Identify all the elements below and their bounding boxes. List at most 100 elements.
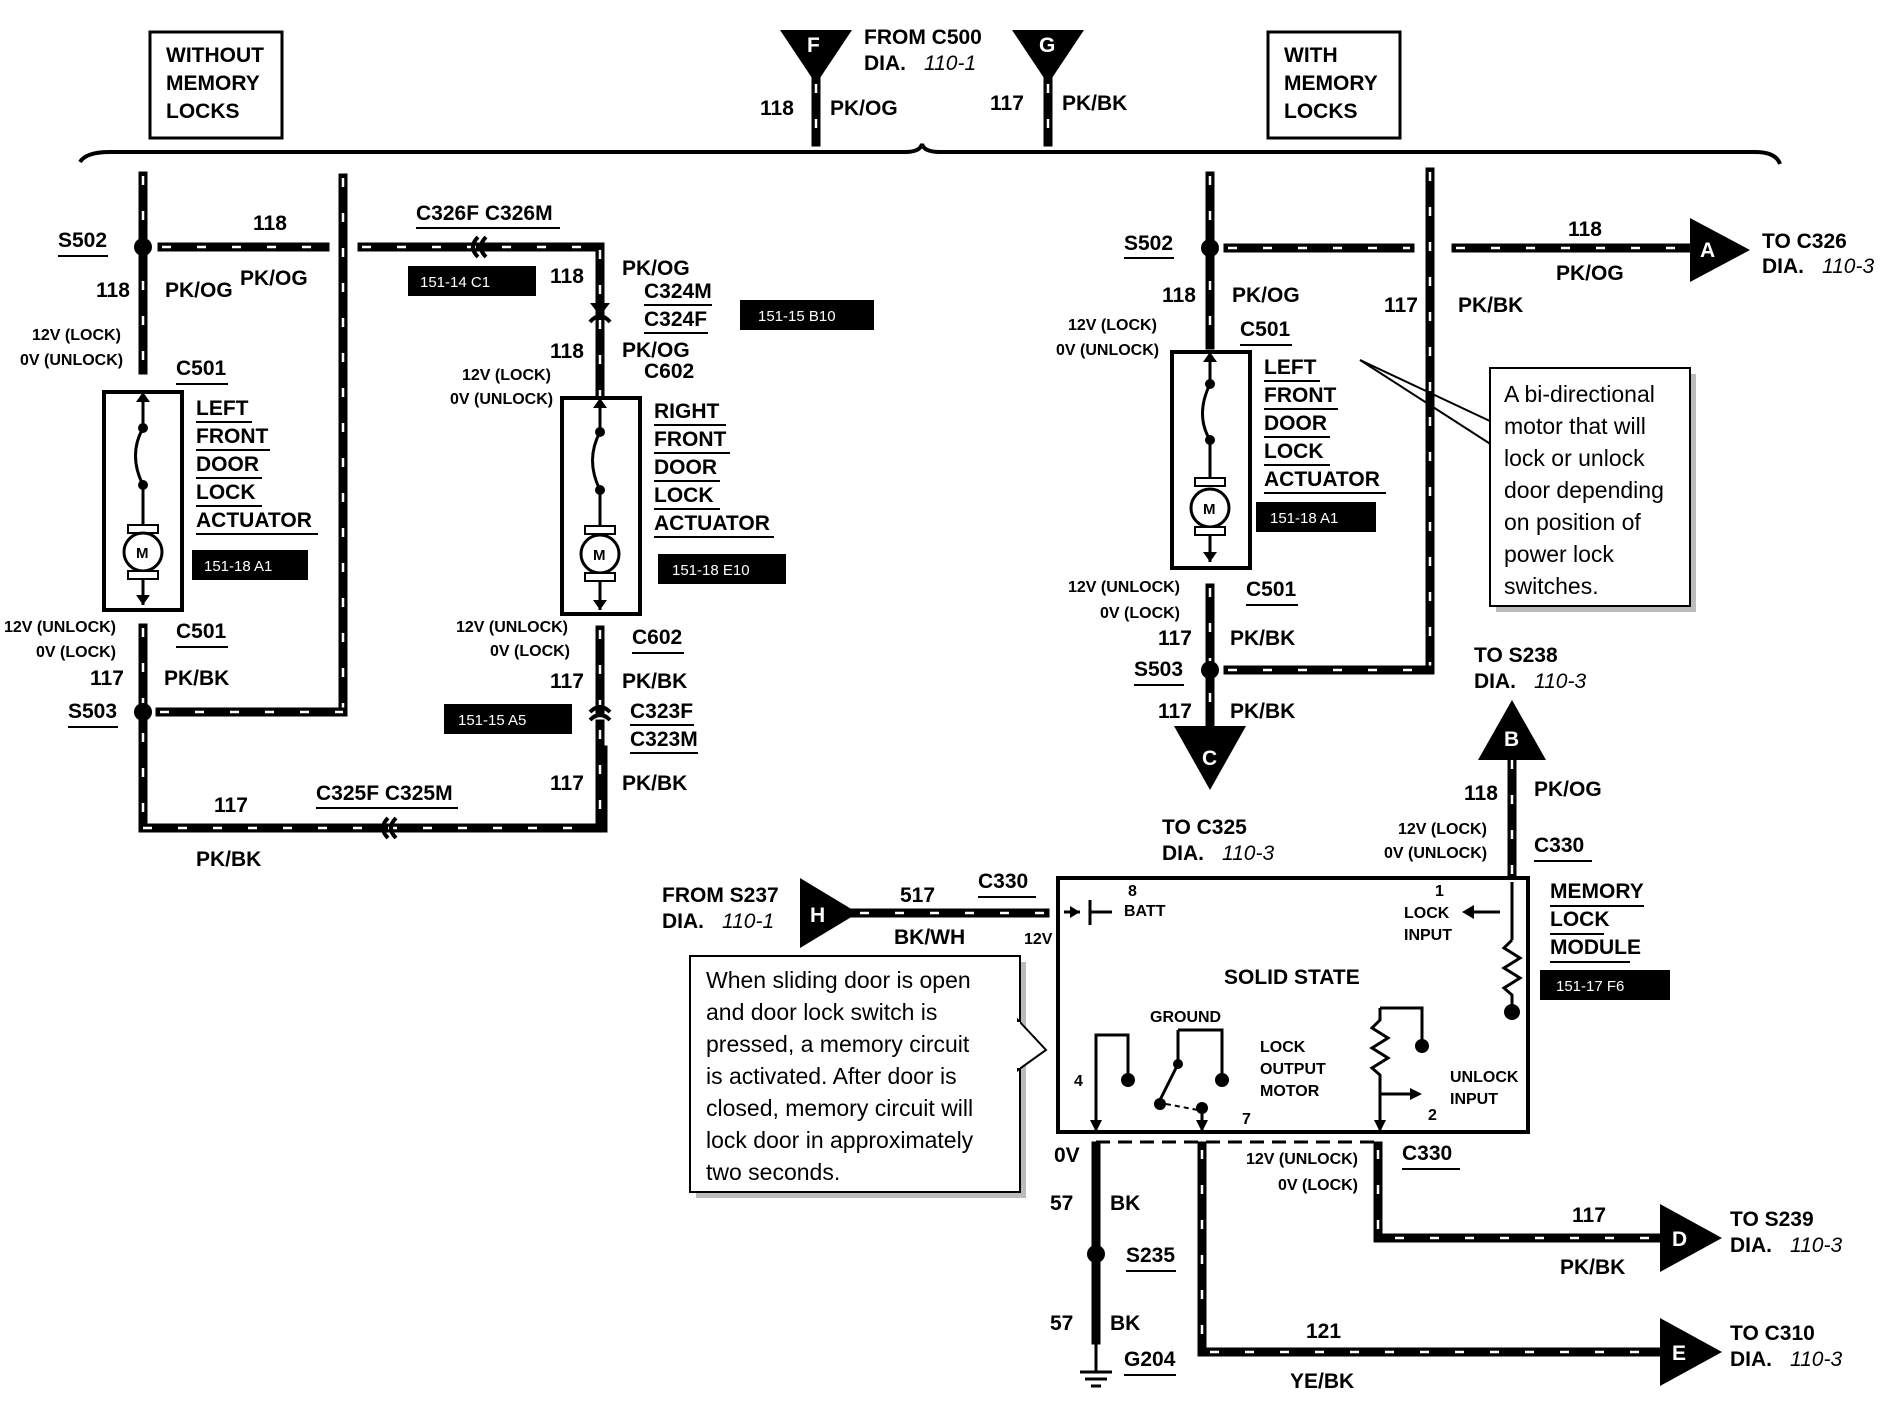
svg-text:0V (LOCK): 0V (LOCK) <box>36 644 116 661</box>
right-front-actuator-label: RIGHT FRONT DOOR LOCK ACTUATOR <box>654 400 774 538</box>
svg-text:118: 118 <box>550 265 584 288</box>
svg-text:PK/OG: PK/OG <box>830 97 898 120</box>
svg-text:DIA.: DIA. <box>1730 1348 1772 1371</box>
svg-text:117: 117 <box>550 670 584 693</box>
svg-text:110-1: 110-1 <box>924 52 976 75</box>
bidirectional-motor-callout <box>1489 367 1691 607</box>
svg-text:110-1: 110-1 <box>722 910 774 933</box>
svg-text:57: 57 <box>1050 1312 1073 1335</box>
svg-text:PK/OG: PK/OG <box>622 339 690 362</box>
svg-text:117: 117 <box>1572 1204 1606 1227</box>
svg-text:closed, memory circuit will: closed, memory circuit will <box>706 1095 973 1121</box>
svg-text:UNLOCK: UNLOCK <box>1450 1069 1519 1086</box>
svg-text:110-3: 110-3 <box>1222 842 1274 865</box>
svg-text:C501: C501 <box>1240 318 1291 341</box>
svg-text:151-15 B10: 151-15 B10 <box>758 308 836 325</box>
source-f-connector: F 118 PK/OG <box>760 30 898 147</box>
svg-text:and door lock switch is: and door lock switch is <box>706 999 937 1025</box>
svg-text:110-3: 110-3 <box>1790 1348 1842 1371</box>
svg-text:B: B <box>1504 728 1519 751</box>
svg-text:is activated. After door is: is activated. After door is <box>706 1063 957 1089</box>
svg-text:DOOR: DOOR <box>1264 412 1327 435</box>
svg-text:door depending: door depending <box>1504 477 1664 503</box>
svg-text:118: 118 <box>1568 218 1602 241</box>
svg-text:DIA.: DIA. <box>662 910 704 933</box>
svg-text:pressed, a memory circuit: pressed, a memory circuit <box>706 1031 970 1057</box>
svg-text:BK/WH: BK/WH <box>894 926 965 949</box>
svg-text:151-18 A1: 151-18 A1 <box>1270 510 1338 527</box>
svg-text:2: 2 <box>1428 1107 1437 1124</box>
svg-text:151-18 A1: 151-18 A1 <box>204 558 272 575</box>
svg-text:117: 117 <box>90 667 124 690</box>
svg-text:FRONT: FRONT <box>196 425 268 448</box>
svg-text:118: 118 <box>96 279 130 302</box>
svg-text:A bi-directional: A bi-directional <box>1504 381 1655 407</box>
source-g-connector: G 117 PK/BK <box>990 30 1127 147</box>
to-s239-label: TO S239 <box>1730 1208 1814 1231</box>
svg-text:When sliding door is open: When sliding door is open <box>706 967 971 993</box>
svg-text:power lock: power lock <box>1504 541 1614 567</box>
svg-text:12V (UNLOCK): 12V (UNLOCK) <box>1246 1151 1358 1168</box>
svg-text:RIGHT: RIGHT <box>654 400 720 423</box>
svg-text:PK/OG: PK/OG <box>165 279 233 302</box>
option-brace <box>78 143 1782 165</box>
splice-s502-right: S502 <box>1124 232 1173 255</box>
svg-text:C330: C330 <box>1534 834 1584 857</box>
svg-text:on position of: on position of <box>1504 509 1641 535</box>
svg-text:0V (UNLOCK): 0V (UNLOCK) <box>1056 342 1159 359</box>
svg-text:151-14 C1: 151-14 C1 <box>420 274 490 291</box>
svg-text:C324F: C324F <box>644 308 707 331</box>
svg-text:LOCK: LOCK <box>1404 905 1450 922</box>
right-front-circuit: 118 PK/OG C324M C324F 151-15 B10 118 PK/… <box>444 250 874 833</box>
svg-text:110-3: 110-3 <box>1534 670 1586 693</box>
svg-text:0V (UNLOCK): 0V (UNLOCK) <box>20 352 123 369</box>
svg-text:LOCK: LOCK <box>196 481 256 504</box>
svg-text:ACTUATOR: ACTUATOR <box>1264 468 1380 491</box>
svg-text:C323M: C323M <box>630 728 698 751</box>
svg-text:LOCKS: LOCKS <box>1284 100 1358 123</box>
svg-text:12V (UNLOCK): 12V (UNLOCK) <box>1068 579 1180 596</box>
svg-text:A: A <box>1700 239 1715 262</box>
svg-text:PK/BK: PK/BK <box>622 772 687 795</box>
svg-text:C323F: C323F <box>630 700 693 723</box>
svg-text:ACTUATOR: ACTUATOR <box>654 512 770 535</box>
svg-text:E: E <box>1672 1342 1686 1365</box>
connector-c501-left: C501 <box>176 357 227 380</box>
svg-text:118: 118 <box>253 212 287 235</box>
memory-left-front-actuator-label: LEFT FRONT DOOR LOCK ACTUATOR <box>1264 356 1386 494</box>
svg-text:PK/OG: PK/OG <box>240 267 308 290</box>
svg-text:M: M <box>136 545 149 562</box>
svg-text:SOLID STATE: SOLID STATE <box>1224 966 1360 989</box>
svg-text:12V (LOCK): 12V (LOCK) <box>1068 317 1157 334</box>
svg-text:C501: C501 <box>176 620 227 643</box>
svg-text:DIA.: DIA. <box>1762 255 1804 278</box>
svg-text:12V (UNLOCK): 12V (UNLOCK) <box>4 619 116 636</box>
svg-text:MEMORY: MEMORY <box>1284 72 1378 95</box>
svg-text:PK/BK: PK/BK <box>622 670 687 693</box>
svg-text:MEMORY: MEMORY <box>166 72 260 95</box>
splice-s235: S235 <box>1126 1244 1175 1267</box>
ground-icon <box>1080 1340 1112 1388</box>
svg-text:12V (LOCK): 12V (LOCK) <box>462 367 551 384</box>
svg-text:PK/OG: PK/OG <box>1556 262 1624 285</box>
svg-text:117: 117 <box>1384 294 1418 317</box>
svg-text:PK/OG: PK/OG <box>622 257 690 280</box>
svg-text:C: C <box>1202 747 1217 770</box>
svg-text:WITH: WITH <box>1284 44 1338 67</box>
svg-text:C330: C330 <box>978 870 1028 893</box>
svg-text:LOCK: LOCK <box>654 484 714 507</box>
left-front-circuit: S502 118 118 PK/OG PK/OG 12V (LOCK) 0V (… <box>4 171 608 871</box>
svg-text:57: 57 <box>1050 1192 1073 1215</box>
svg-text:0V (UNLOCK): 0V (UNLOCK) <box>1384 845 1487 862</box>
svg-text:LEFT: LEFT <box>1264 356 1317 379</box>
svg-text:12V (UNLOCK): 12V (UNLOCK) <box>456 619 568 636</box>
svg-text:M: M <box>593 547 606 564</box>
svg-text:117: 117 <box>990 92 1024 115</box>
sliding-door-memory-note: When sliding door is open and door lock … <box>689 955 1048 1198</box>
svg-text:0V: 0V <box>1054 1144 1080 1167</box>
svg-text:two seconds.: two seconds. <box>706 1159 840 1185</box>
svg-text:PK/OG: PK/OG <box>1232 284 1300 307</box>
svg-text:PK/BK: PK/BK <box>196 848 261 871</box>
svg-text:DOOR: DOOR <box>654 456 717 479</box>
svg-text:517: 517 <box>900 884 935 907</box>
